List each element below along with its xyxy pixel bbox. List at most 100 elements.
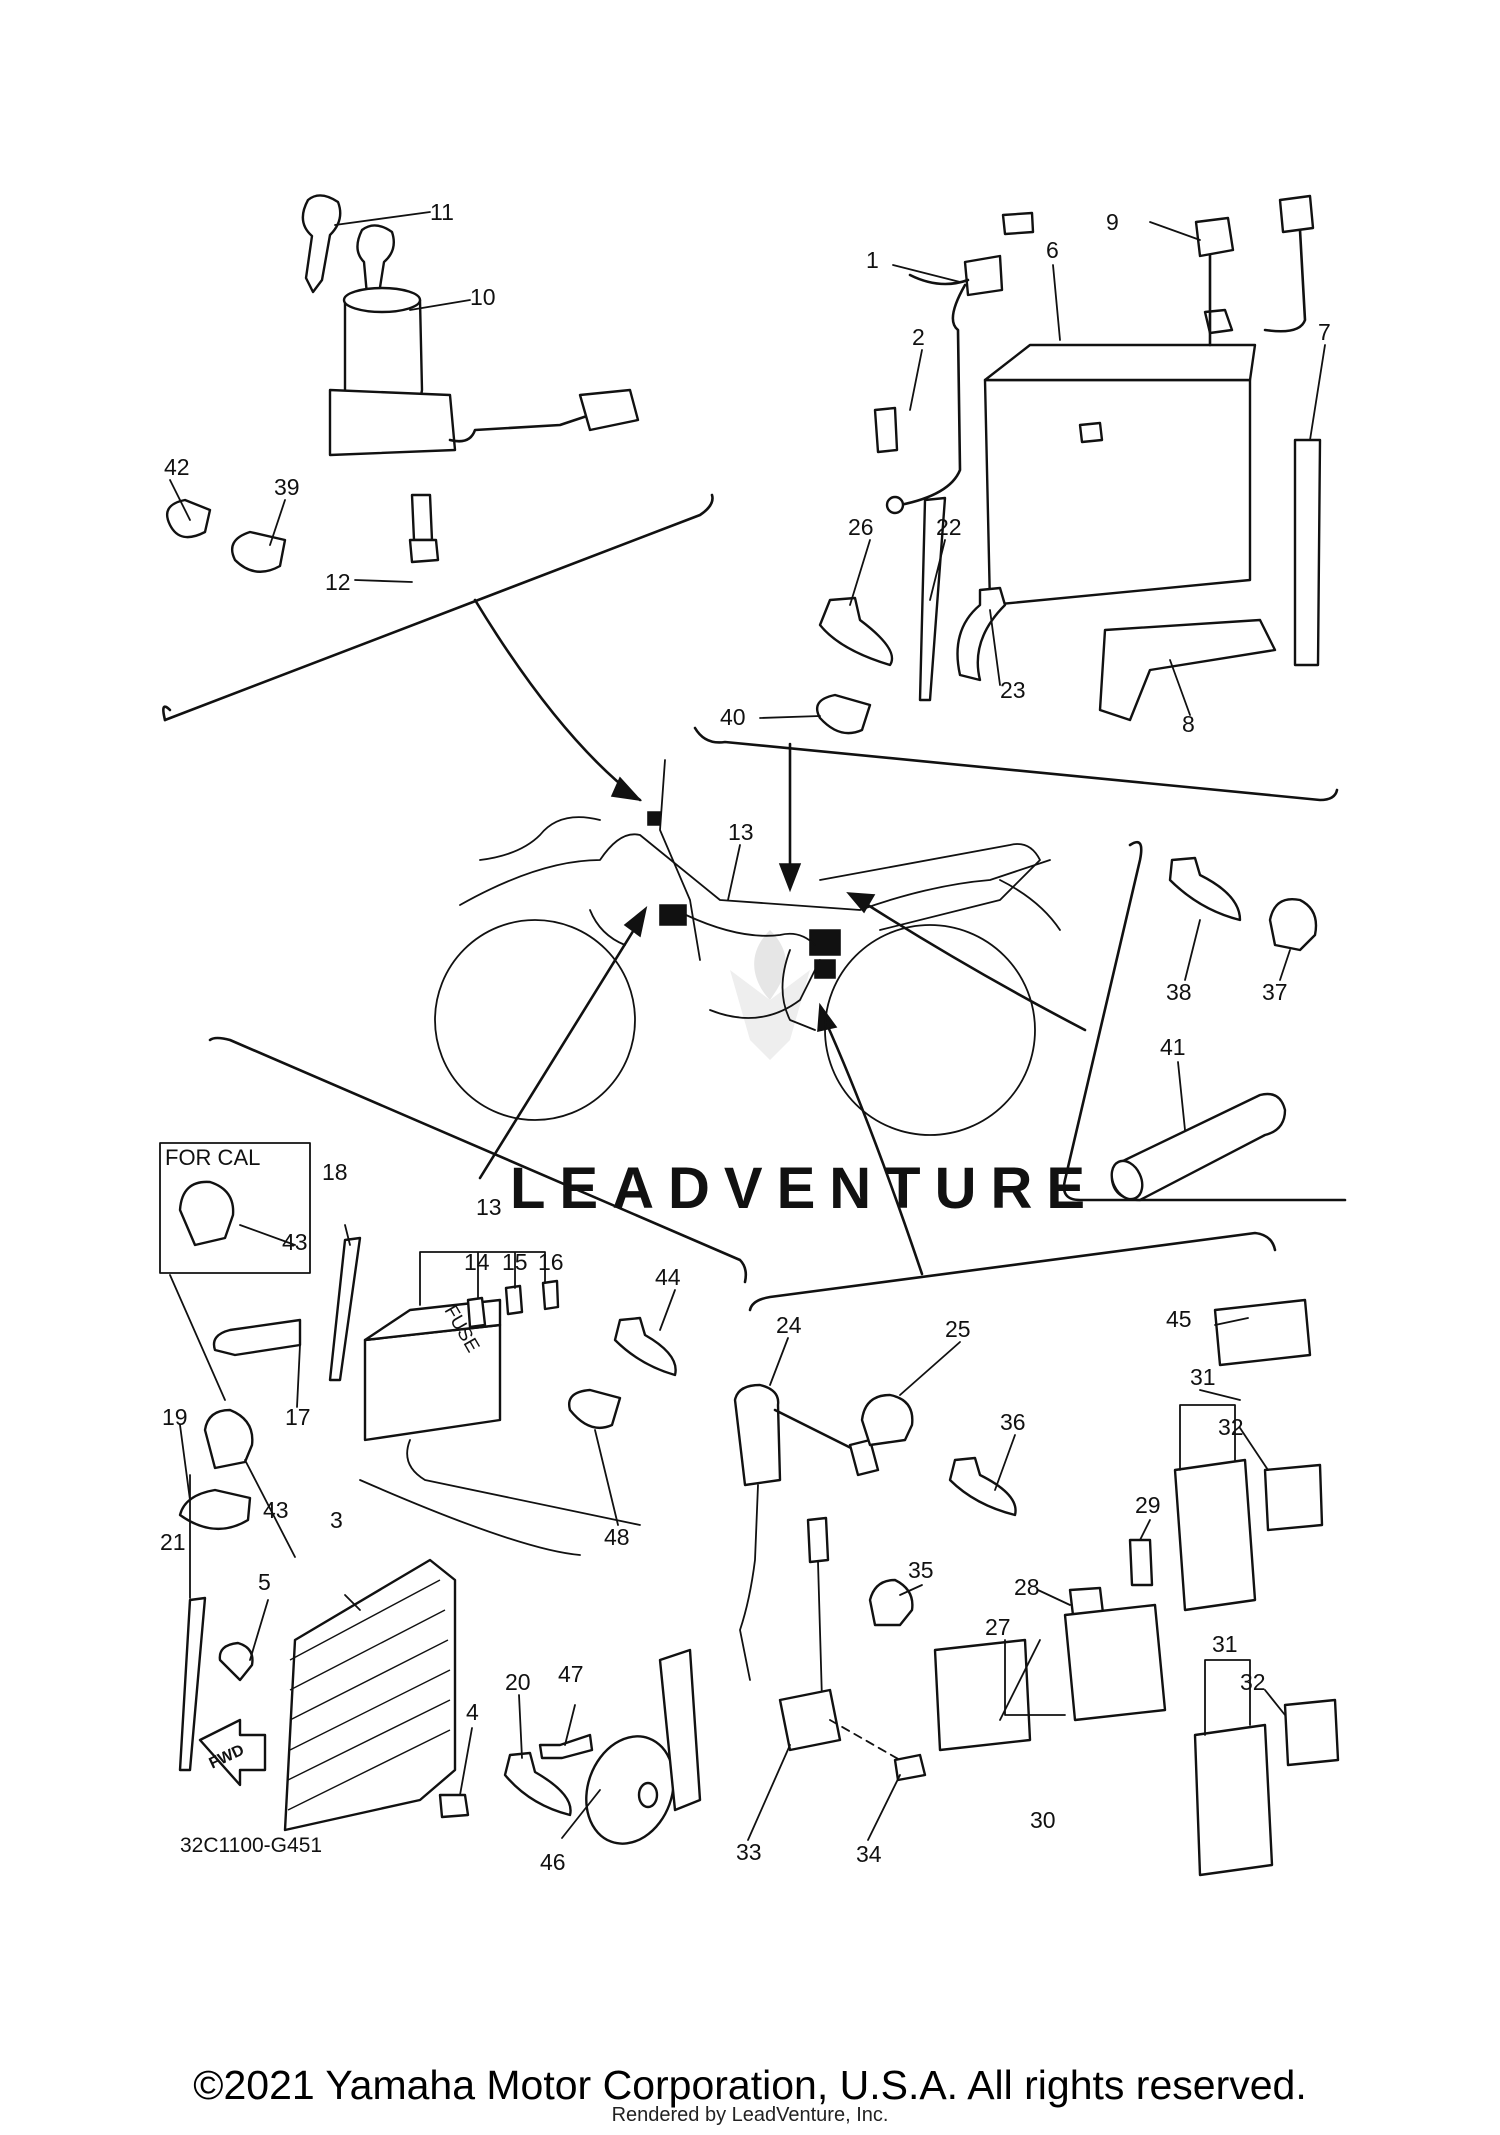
battery-group <box>815 194 1322 735</box>
tie-22 <box>918 496 947 702</box>
callout-29: 29 <box>1135 1492 1161 1518</box>
callout-numbers: 11 10 12 42 39 1 2 6 9 7 8 26 22 23 40 1… <box>160 199 1331 1875</box>
callout-13-center: 13 <box>728 819 754 845</box>
fuse-15 <box>504 1284 524 1316</box>
relay-mark <box>809 929 841 956</box>
callout-13-fuse: 13 <box>476 1194 502 1220</box>
callout-48: 48 <box>604 1524 630 1550</box>
callout-8: 8 <box>1182 711 1195 737</box>
callout-35: 35 <box>908 1557 934 1583</box>
callout-3: 3 <box>330 1507 343 1533</box>
right-parts-group <box>1110 856 1318 1202</box>
clamp-48 <box>568 1388 622 1430</box>
ecu-30 <box>933 1638 1032 1752</box>
callout-15: 15 <box>502 1249 528 1275</box>
callout-17: 17 <box>285 1404 311 1430</box>
switch-connector <box>578 388 640 432</box>
callout-16: 16 <box>538 1249 564 1275</box>
callout-41: 41 <box>1160 1034 1186 1060</box>
callout-45: 45 <box>1166 1306 1192 1332</box>
callout-22: 22 <box>936 514 962 540</box>
callout-21: 21 <box>160 1529 186 1555</box>
lower-right-group <box>733 1298 1340 1877</box>
for-cal-label: FOR CAL <box>165 1145 260 1170</box>
callout-36: 36 <box>1000 1409 1026 1435</box>
diagram-code: 32C1100-G451 <box>180 1834 322 1857</box>
callout-9: 9 <box>1106 209 1119 235</box>
copyright-notice: ©2021 Yamaha Motor Corporation, U.S.A. A… <box>193 2062 1307 2108</box>
callout-12: 12 <box>325 569 351 595</box>
relay-31-b <box>1193 1723 1274 1877</box>
clip-19 <box>178 1488 252 1531</box>
callout-39: 39 <box>274 474 300 500</box>
clamp-35 <box>868 1578 914 1627</box>
clamp-43-a <box>178 1180 235 1247</box>
bolt-47 <box>538 1733 594 1760</box>
tie-26 <box>818 596 894 667</box>
bolt-12 <box>410 493 434 542</box>
switch-25 <box>860 1393 914 1447</box>
callout-37: 37 <box>1262 979 1288 1005</box>
watermark-text: LEADVENTURE <box>510 1156 1099 1221</box>
bolt-2 <box>873 406 899 454</box>
callout-31-a: 31 <box>1190 1364 1216 1390</box>
watermark-logo <box>730 930 810 1060</box>
key-2 <box>356 224 395 308</box>
callout-24: 24 <box>776 1312 802 1338</box>
callout-23: 23 <box>1000 677 1026 703</box>
clamp-43-b <box>203 1408 254 1470</box>
callout-11: 11 <box>430 199 454 225</box>
tie-36 <box>948 1456 1017 1517</box>
callout-43-b: 43 <box>263 1497 289 1523</box>
fwd-arrow <box>198 1718 267 1787</box>
callout-4: 4 <box>466 1699 479 1725</box>
callout-34: 34 <box>856 1841 882 1867</box>
coupler-32-a <box>1263 1463 1324 1532</box>
callout-5: 5 <box>258 1569 271 1595</box>
callout-47: 47 <box>558 1661 584 1687</box>
bolt-29 <box>1128 1538 1154 1587</box>
tie-21 <box>178 1596 207 1772</box>
tie-20 <box>503 1751 572 1817</box>
callout-30: 30 <box>1030 1807 1056 1833</box>
callout-27: 27 <box>985 1614 1011 1640</box>
callout-7: 7 <box>1318 319 1331 345</box>
fuse-14 <box>466 1296 487 1329</box>
callout-20: 20 <box>505 1669 531 1695</box>
battery-terminal <box>1203 308 1234 335</box>
fuse-16 <box>541 1279 560 1311</box>
screw-34 <box>893 1753 927 1782</box>
bolt-4 <box>438 1793 470 1819</box>
callout-44: 44 <box>655 1264 681 1290</box>
key-1 <box>301 194 342 294</box>
tie-23 <box>956 586 1007 682</box>
battery-6 <box>983 378 1252 607</box>
horn-bracket <box>658 1648 702 1812</box>
clamp-37 <box>1268 898 1318 952</box>
clamp-40 <box>815 693 872 735</box>
clamp-39 <box>230 530 287 573</box>
callout-28: 28 <box>1014 1574 1040 1600</box>
section-dividers <box>162 493 1347 1312</box>
callout-10: 10 <box>470 284 496 310</box>
callout-1: 1 <box>866 247 879 273</box>
rendered-by-notice: Rendered by LeadVenture, Inc. <box>611 2104 889 2126</box>
bracket-8 <box>1098 618 1277 722</box>
callout-2: 2 <box>912 324 925 350</box>
tie-18 <box>328 1236 362 1382</box>
callout-38: 38 <box>1166 979 1192 1005</box>
callout-42: 42 <box>164 454 190 480</box>
horn-46 <box>585 1735 675 1845</box>
relay-45 <box>1213 1298 1312 1367</box>
cap-9 <box>1194 216 1235 258</box>
callout-32-a: 32 <box>1218 1414 1244 1440</box>
callout-46: 46 <box>540 1849 566 1875</box>
tie-38 <box>1168 856 1242 922</box>
callout-26: 26 <box>848 514 874 540</box>
callout-32-b: 32 <box>1240 1669 1266 1695</box>
callout-18: 18 <box>322 1159 348 1185</box>
collar-5 <box>218 1641 254 1682</box>
rear-wheel <box>824 924 1036 1136</box>
tie-17 <box>212 1318 302 1357</box>
